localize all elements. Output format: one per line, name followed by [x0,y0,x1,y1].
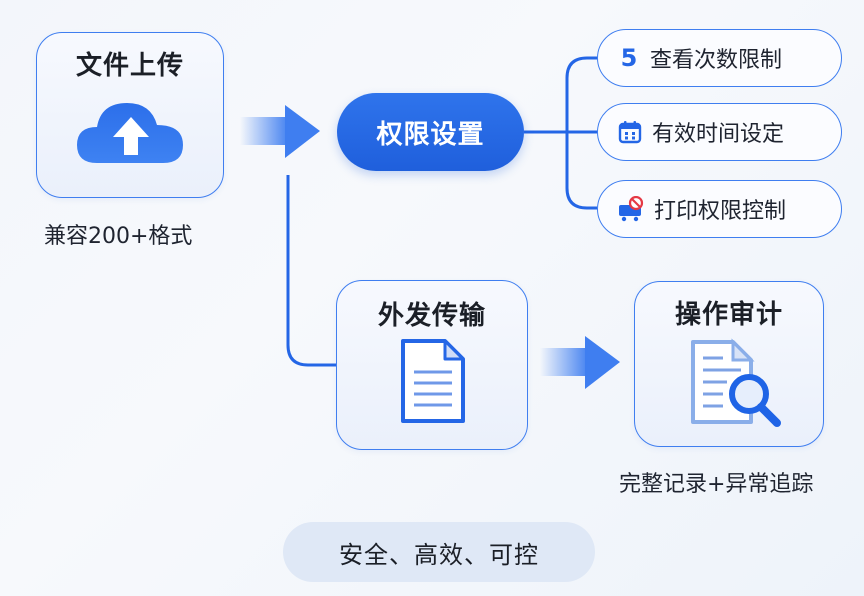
permission-option-valid-time: 有效时间设定 [597,103,842,161]
transfer-card: 外发传输 [336,280,528,450]
option-label: 查看次数限制 [650,48,783,73]
upload-title: 文件上传 [75,51,184,81]
number-five-icon: 5 [620,44,638,72]
permission-option-print-control: 打印权限控制 [597,180,842,238]
calendar-icon [618,121,642,144]
line-to-transfer [286,175,338,367]
document-search-icon [691,338,781,427]
option-label: 打印权限控制 [654,199,787,224]
printer-forbidden-icon [619,196,644,222]
audit-title: 操作审计 [674,300,783,330]
upload-card: 文件上传 [36,32,224,198]
footer-tagline: 安全、高效、可控 [283,522,595,582]
audit-card: 操作审计 [634,281,824,447]
transfer-title: 外发传输 [377,301,486,331]
option-label: 有效时间设定 [652,122,785,147]
document-icon [401,339,465,423]
permission-node: 权限设置 [337,93,524,171]
audit-caption: 完整记录+异常追踪 [619,472,814,497]
upload-caption: 兼容200+格式 [44,224,193,249]
cloud-upload-icon [77,103,183,163]
permission-option-view-limit: 5 查看次数限制 [597,29,842,87]
arrow-upload-to-permission [240,105,320,158]
arrow-transfer-to-audit [540,336,620,389]
